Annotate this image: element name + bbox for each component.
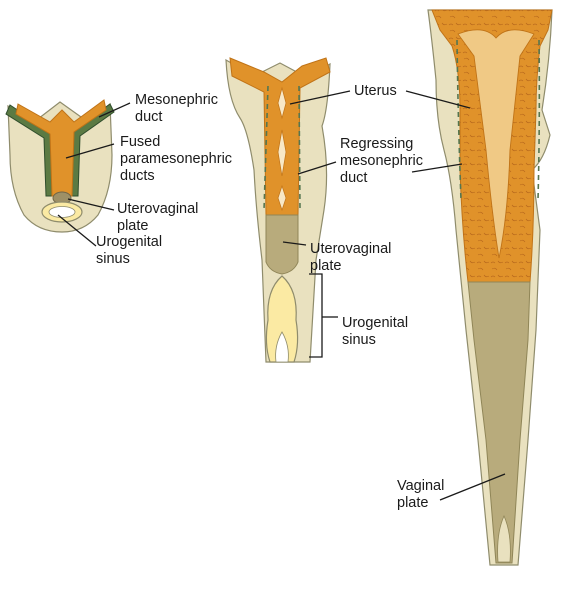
- label-regressing-mesonephric-duct: Regressing mesonephric duct: [340, 136, 427, 186]
- stage2-uterus-lumen: [277, 86, 287, 212]
- label-vaginal-plate: Vaginal plate: [397, 478, 448, 511]
- stage-3-late: [427, 9, 553, 566]
- stage3-vaginal-lumen: [497, 515, 511, 563]
- labels: Mesonephric duct Fused paramesonephric d…: [96, 83, 448, 511]
- label-mesonephric-duct: Mesonephric duct: [135, 92, 222, 125]
- stage3-mesonephric-remnant-right: [537, 39, 541, 201]
- label-fused-paramesonephric-ducts: Fused paramesonephric ducts: [120, 134, 236, 184]
- stage2-uterovaginal-plate: [265, 214, 299, 275]
- stage2-mesonephric-remnant-right: [298, 85, 301, 211]
- leader-lines: [57, 90, 506, 501]
- stage2-uterus-duct: [229, 57, 331, 216]
- stage3-mesonephric-remnant-left: [456, 39, 462, 201]
- stage-1-early: [5, 99, 115, 233]
- stage2-mesonephric-remnant-left: [263, 85, 269, 211]
- stage3-vaginal-plate: [467, 281, 531, 564]
- label-urogenital-sinus-1: Urogenital sinus: [96, 234, 166, 267]
- stage1-sinus-lumen: [48, 206, 76, 218]
- stage1-fused-paramesonephric-ducts: [15, 99, 107, 197]
- label-urogenital-sinus-2: Urogenital sinus: [342, 315, 412, 348]
- label-uterovaginal-plate-1: Uterovaginal plate: [117, 201, 202, 234]
- stage-2-intermediate: [225, 57, 331, 363]
- label-uterus: Uterus: [354, 83, 397, 99]
- stage3-uterine-cavity: [457, 29, 535, 259]
- label-uterovaginal-plate-2: Uterovaginal plate: [310, 241, 395, 274]
- stage2-sinus-lumen: [275, 331, 289, 363]
